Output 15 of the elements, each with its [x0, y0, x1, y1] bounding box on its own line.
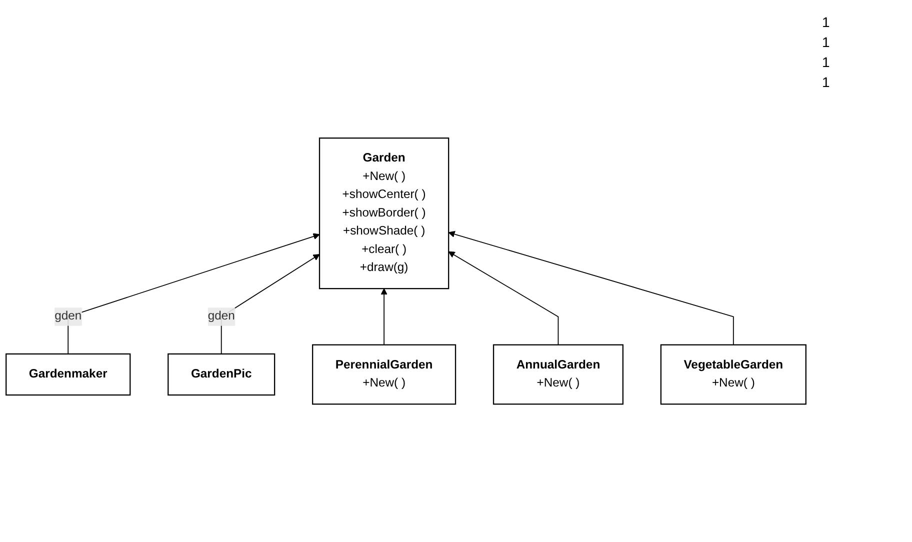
- node-box: VegetableGarden +New( ): [660, 344, 806, 405]
- multiplicity-label: 1: [822, 14, 831, 30]
- node-box: AnnualGarden +New( ): [492, 344, 624, 405]
- node-box: PerennialGarden +New( ): [312, 344, 456, 405]
- edge-label: gden: [54, 310, 82, 323]
- edge-label: gden: [208, 310, 235, 323]
- arrow: [448, 230, 734, 346]
- multiplicity-label: 1: [822, 54, 831, 70]
- node-box: GardenPic: [168, 353, 276, 396]
- arrow: [380, 288, 388, 346]
- arrow: [448, 251, 559, 346]
- multiplicity-label: 1: [822, 34, 831, 50]
- multiplicity-label: 1: [822, 74, 831, 90]
- node-box: Gardenmaker: [6, 353, 131, 396]
- node-box: Garden +New( ) +showCenter( ) +showBorder( ) +showShade( ) +clear( ) +draw(g): [318, 137, 450, 290]
